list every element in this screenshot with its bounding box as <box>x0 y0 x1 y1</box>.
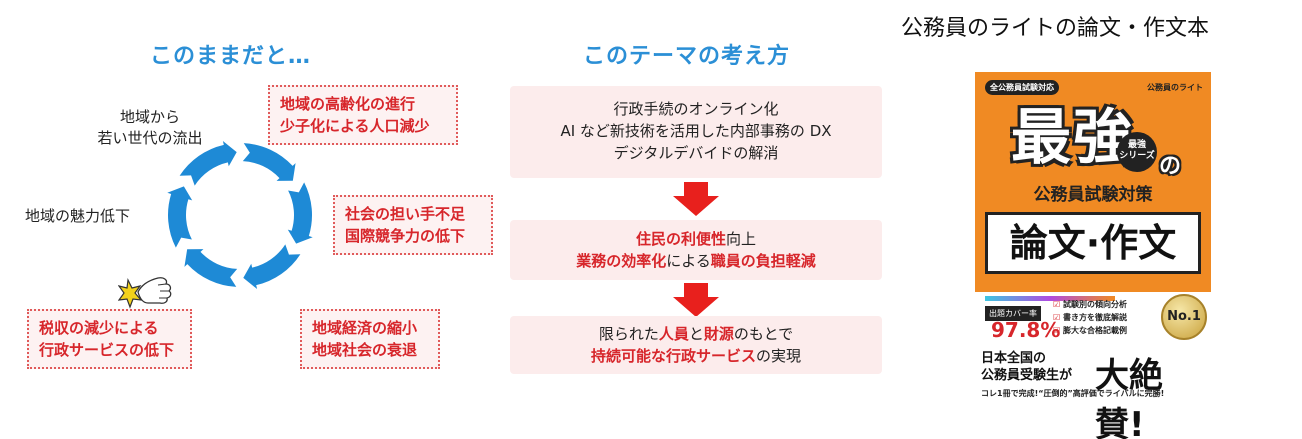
left-heading: このままだと… <box>150 44 312 69</box>
plain-text: の実現 <box>756 347 802 365</box>
book-particle: の <box>1159 154 1182 179</box>
down-arrow-icon <box>673 283 719 317</box>
book-coverage-percent: 97.8% <box>991 318 1061 342</box>
cycle-arrows <box>167 140 313 290</box>
cycle-arrow-segment <box>184 249 238 287</box>
cycle-arrow-segment <box>242 143 296 181</box>
highlight-text: 住民の利便性 <box>635 230 726 248</box>
highlight-text: 職員の負担軽減 <box>710 252 816 270</box>
cycle-arrow-segment <box>287 182 313 244</box>
plain-text: 限られた <box>598 325 659 343</box>
cycle-aging-box: 地域の高齢化の進行 少子化による人口減少 <box>268 85 458 145</box>
book-series-badge: 最強 シリーズ <box>1117 132 1157 172</box>
step-3-box: 限られた人員と財源のもとで 持続可能な行政サービスの実現 <box>510 316 882 374</box>
book-brand: 公務員のライト <box>1147 83 1203 92</box>
middle-heading: このテーマの考え方 <box>583 44 791 69</box>
book-features-list: 試験別の傾向分析 書き方を徹底解説 膨大な合格記載例 <box>1053 298 1127 337</box>
down-arrow-icon <box>673 182 719 216</box>
plain-text: のもとで <box>733 325 794 343</box>
cycle-arrow-segment <box>243 244 301 290</box>
book-footer-tagline: コレ1冊で完成!“圧倒的”高評価でライバルに完勝! <box>981 389 1165 398</box>
step-2-box: 住民の利便性向上 業務の効率化による職員の負担軽減 <box>510 220 882 280</box>
highlight-text: 持続可能な行政サービス <box>590 347 756 365</box>
book-color-bar <box>985 296 1115 301</box>
cycle-tax-box: 税収の減少による 行政サービスの低下 <box>27 309 192 369</box>
cycle-arrow-segment <box>167 186 193 248</box>
step-3-line-1: 限られた人員と財源のもとで <box>510 323 882 345</box>
cycle-economy-box: 地域経済の縮小 地域社会の衰退 <box>300 309 440 369</box>
highlight-text: 業務の効率化 <box>576 252 667 270</box>
plain-text: による <box>666 252 711 270</box>
step-3-line-2: 持続可能な行政サービスの実現 <box>510 345 882 367</box>
book-title-box: 論文·作文 <box>985 212 1201 274</box>
book-medal-icon: No.1 <box>1161 294 1207 340</box>
book-cover-label: 出題カバー率 <box>985 306 1041 321</box>
cycle-arrow-segment <box>179 140 237 186</box>
highlight-text: 人員 <box>658 325 689 343</box>
book-subtitle: 公務員試験対策 <box>1033 185 1153 205</box>
cycle-attractiveness: 地域の魅力低下 <box>25 207 131 225</box>
cycle-workers-box: 社会の担い手不足 国際競争力の低下 <box>333 195 493 255</box>
book-footer-headline: 大絶賛! <box>1095 356 1163 439</box>
book-main-title: 最強 <box>1011 103 1135 173</box>
book-cover: 全公務員試験対応 公務員のライト 最強 最強 シリーズ の 公務員試験対策 論文… <box>975 72 1211 439</box>
book-footer-lead: 日本全国の 公務員受験生が <box>981 351 1073 383</box>
pointing-hand-icon <box>118 277 172 309</box>
plain-text: と <box>688 325 704 343</box>
book-tag: 全公務員試験対応 <box>985 80 1059 95</box>
step-1-box: 行政手続のオンライン化 AI など新技術を活用した内部事務の DX デジタルデバ… <box>510 86 882 178</box>
right-heading: 公務員のライトの論文・作文本 <box>901 16 1210 41</box>
step-2-line-2: 業務の効率化による職員の負担軽減 <box>510 250 882 272</box>
plain-text: 向上 <box>726 230 757 248</box>
highlight-text: 財源 <box>703 325 734 343</box>
cycle-youth-outflow: 地域から 若い世代の流出 <box>97 108 203 147</box>
step-2-line-1: 住民の利便性向上 <box>510 228 882 250</box>
